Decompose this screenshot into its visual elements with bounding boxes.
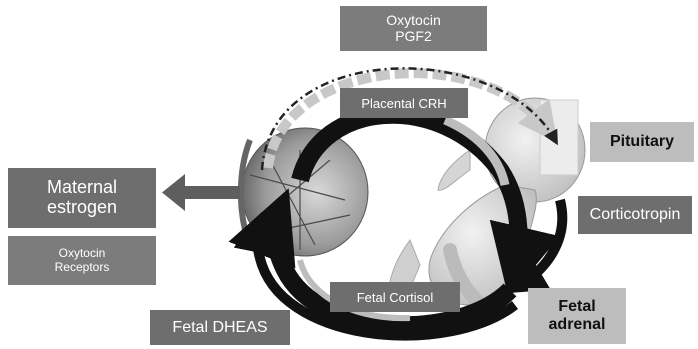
label-placental-crh: Placental CRH xyxy=(340,88,468,118)
label-oxytocin-pgf2: Oxytocin PGF2 xyxy=(340,6,487,51)
label-corticotropin: Corticotropin xyxy=(578,196,692,234)
estrogen-arrow xyxy=(162,174,240,211)
label-fetal-adrenal: Fetal adrenal xyxy=(528,288,626,344)
label-fetal-dheas: Fetal DHEAS xyxy=(150,310,290,345)
label-oxytocin-receptors: Oxytocin Receptors xyxy=(8,236,156,285)
label-maternal-estrogen: Maternal estrogen xyxy=(8,168,156,228)
label-fetal-cortisol: Fetal Cortisol xyxy=(330,282,460,312)
label-pituitary: Pituitary xyxy=(590,122,694,162)
